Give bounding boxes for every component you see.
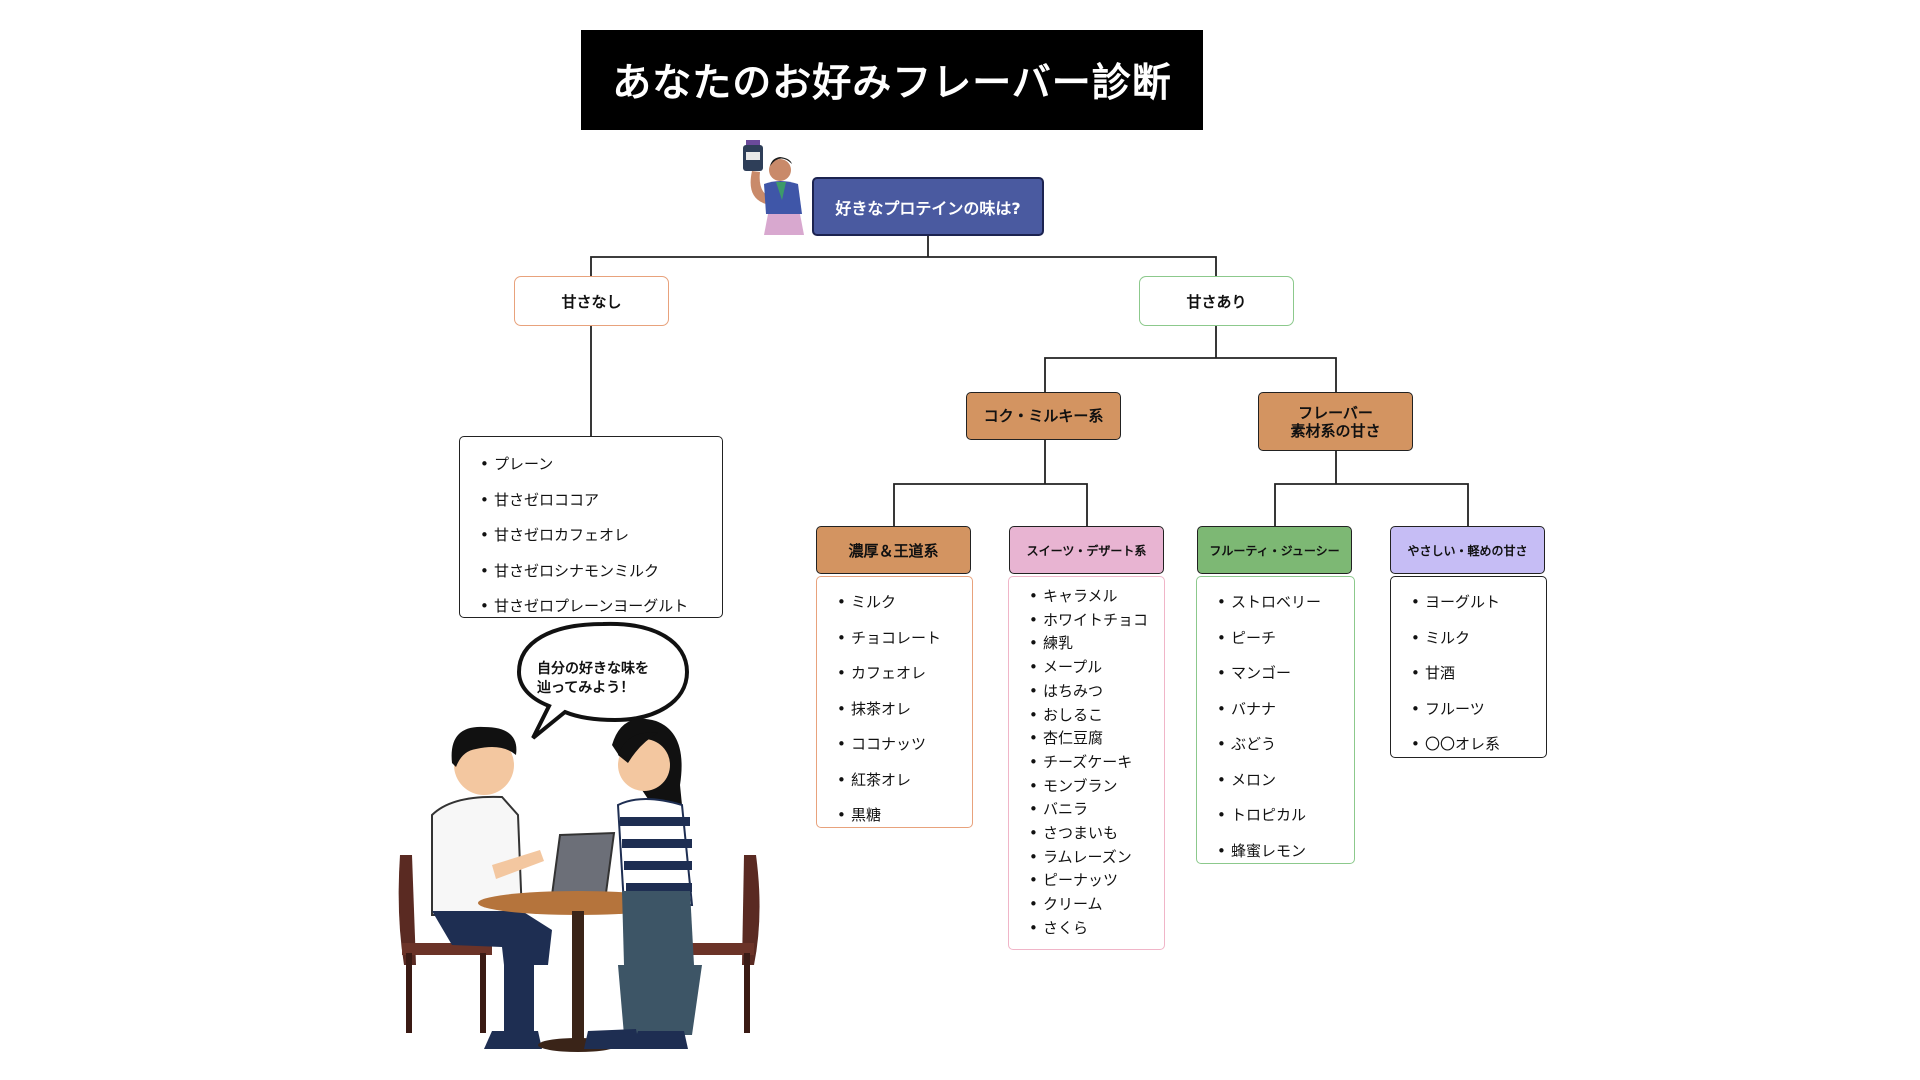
- flavor-list-item: メープル: [1029, 656, 1164, 680]
- flavor-list-item: 抹茶オレ: [837, 692, 972, 728]
- flavor-list-item: チョコレート: [837, 621, 972, 657]
- flavor-list-item: 甘さゼロココア: [480, 483, 722, 519]
- flavor-list-item: モンブラン: [1029, 775, 1164, 799]
- flavor-list-item: ミルク: [837, 585, 972, 621]
- unsweetened-flavor-list: プレーン甘さゼロココア甘さゼロカフェオレ甘さゼロシナモンミルク甘さゼロプレーンヨ…: [459, 436, 723, 624]
- speech-bubble-text: 自分の好きな味を 辿ってみよう！: [537, 661, 649, 696]
- mild-sweetness-flavor-list: ヨーグルトミルク甘酒フルーツ〇〇オレ系: [1390, 576, 1547, 762]
- dessert-flavor-list: キャラメルホワイトチョコ練乳メープルはちみつおしるこ杏仁豆腐チーズケーキモンブラ…: [1008, 576, 1165, 950]
- flavor-list-item: ヨーグルト: [1411, 585, 1546, 621]
- flavor-list-item: さつまいも: [1029, 822, 1164, 846]
- fruity-juicy-category: フルーティ・ジューシー: [1197, 526, 1352, 574]
- flavor-list-item: おしるこ: [1029, 704, 1164, 728]
- people-at-table-illustration: [398, 718, 760, 1052]
- classic-rich-category: 濃厚＆王道系: [816, 526, 971, 574]
- flavor-list-item: はちみつ: [1029, 680, 1164, 704]
- flavor-list-item: 蜂蜜レモン: [1217, 834, 1354, 870]
- flavor-list-item: ピーチ: [1217, 621, 1354, 657]
- flavor-list-item: 〇〇オレ系: [1411, 727, 1546, 763]
- unsweetened-node: 甘さなし: [514, 276, 669, 326]
- flavor-ingredient-node: フレーバー 素材系の甘さ: [1258, 392, 1413, 451]
- flavor-list-item: クリーム: [1029, 893, 1164, 917]
- flavor-list-item: フルーツ: [1411, 692, 1546, 728]
- mild-sweetness-category: やさしい・軽めの甘さ: [1390, 526, 1545, 574]
- flavor-list-item: ココナッツ: [837, 727, 972, 763]
- flavor-list-item: ホワイトチョコ: [1029, 609, 1164, 633]
- flavor-list-item: ラムレーズン: [1029, 846, 1164, 870]
- flavor-list-item: バニラ: [1029, 798, 1164, 822]
- flavor-list-item: 杏仁豆腐: [1029, 727, 1164, 751]
- flavor-list-item: プレーン: [480, 447, 722, 483]
- flavor-list-item: 紅茶オレ: [837, 763, 972, 799]
- flavor-list-item: 黒糖: [837, 798, 972, 834]
- flavor-list-item: カフェオレ: [837, 656, 972, 692]
- flavor-list-item: ストロベリー: [1217, 585, 1354, 621]
- person-holding-protein-illustration: [743, 140, 804, 235]
- sweetened-node: 甘さあり: [1139, 276, 1294, 326]
- fruity-juicy-flavor-list: ストロベリーピーチマンゴーバナナぶどうメロントロピカル蜂蜜レモン: [1196, 576, 1355, 869]
- flavor-list-item: ぶどう: [1217, 727, 1354, 763]
- root-question-node: 好きなプロテインの味は?: [812, 177, 1044, 236]
- flavor-list-item: キャラメル: [1029, 585, 1164, 609]
- flavor-list-item: トロピカル: [1217, 798, 1354, 834]
- classic-rich-flavor-list: ミルクチョコレートカフェオレ抹茶オレココナッツ紅茶オレ黒糖: [816, 576, 973, 833]
- flavor-list-item: 練乳: [1029, 632, 1164, 656]
- flavor-list-item: さくら: [1029, 917, 1164, 941]
- flavor-list-item: メロン: [1217, 763, 1354, 799]
- flavor-list-item: 甘さゼロシナモンミルク: [480, 554, 722, 590]
- page-title: あなたのお好みフレーバー診断: [581, 30, 1203, 130]
- flavor-list-item: チーズケーキ: [1029, 751, 1164, 775]
- flavor-list-item: バナナ: [1217, 692, 1354, 728]
- speech-bubble: [516, 621, 690, 740]
- flavor-list-item: ミルク: [1411, 621, 1546, 657]
- dessert-category: スイーツ・デザート系: [1009, 526, 1164, 574]
- flavor-list-item: マンゴー: [1217, 656, 1354, 692]
- flavor-list-item: 甘さゼロカフェオレ: [480, 518, 722, 554]
- flavor-list-item: ピーナッツ: [1029, 869, 1164, 893]
- flavor-list-item: 甘酒: [1411, 656, 1546, 692]
- flavor-list-item: 甘さゼロプレーンヨーグルト: [480, 589, 722, 625]
- rich-milky-node: コク・ミルキー系: [966, 392, 1121, 440]
